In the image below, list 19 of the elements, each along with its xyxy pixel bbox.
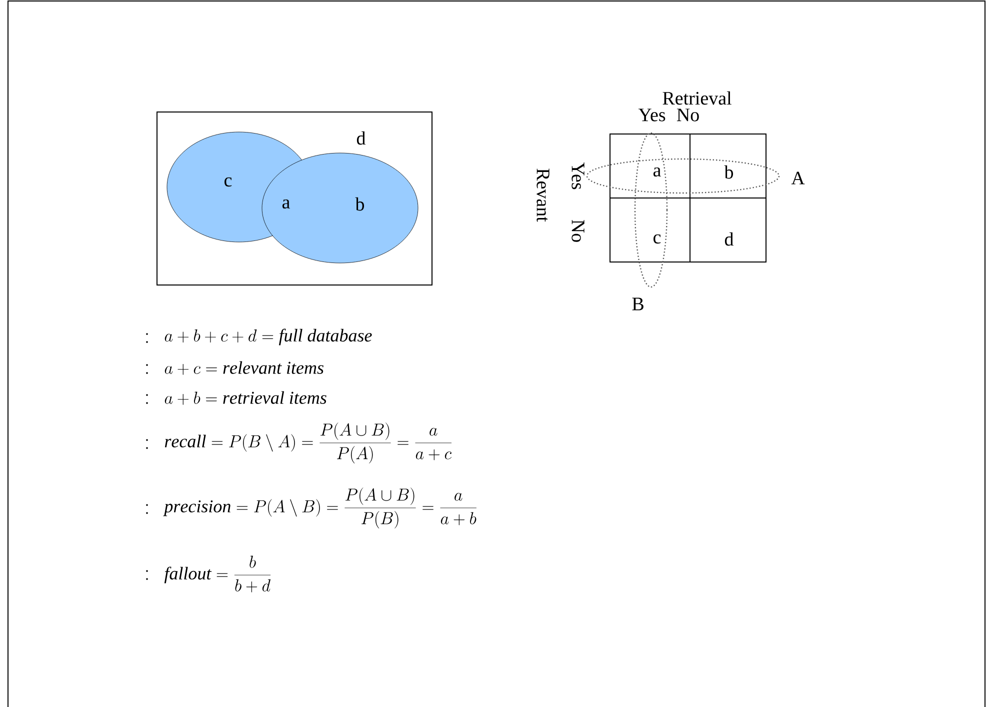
axis-title: Retrieval	[662, 91, 732, 105]
set-label: B	[632, 298, 644, 310]
formula: $\mathit{recall}=P(B\setminus A)=\frac{P(A\cup B)}{P(A)}=\frac{a}{a+c}$	[164, 422, 452, 464]
formula: $\mathit{precision}=P(A\setminus B)=\frac{P(A\cup B)}{P(B)}=\frac{a}{a+b}$	[163, 488, 476, 528]
table-cell-text: d	[724, 232, 734, 246]
region-label: a	[282, 199, 290, 209]
table-cell-text: a	[653, 167, 661, 177]
table-cell-text: b	[724, 165, 734, 179]
row-header: Yes	[572, 162, 584, 190]
set-label: A	[791, 172, 805, 184]
column-header: No	[676, 108, 699, 122]
column-header: Yes	[638, 108, 666, 122]
formula: $a+b=\mathit{retrieval\ items}$	[164, 391, 326, 405]
formula: $a+c=\mathit{relevant\ items}$	[164, 361, 324, 375]
formula: $a+b+c+d=\mathit{full\ database}$	[164, 328, 372, 346]
axis-title: Revant	[536, 168, 550, 222]
table-cell-text: c	[654, 234, 661, 244]
row-header: No	[572, 220, 584, 242]
formula: $\mathit{fallout}=\frac{b}{b+d}$	[164, 556, 271, 592]
